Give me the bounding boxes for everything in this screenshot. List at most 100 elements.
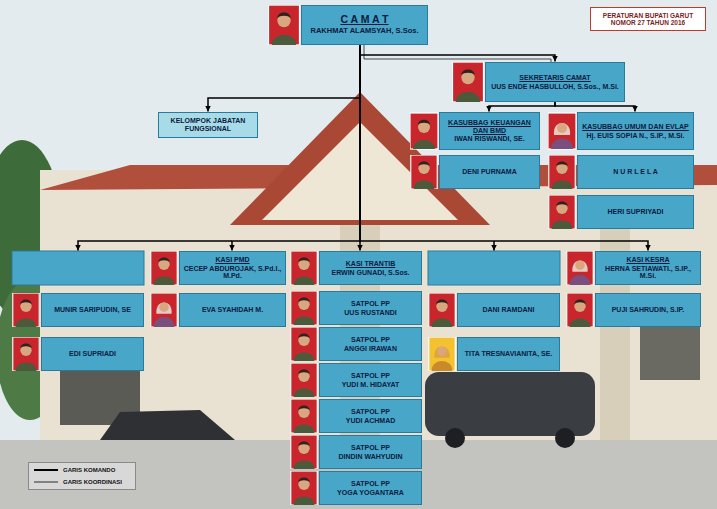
person-name: MUNIR SARIPUDIN, SE bbox=[45, 306, 140, 314]
text-stack: SATPOL PPDINDIN WAHYUDIN bbox=[323, 444, 418, 461]
text-stack: KASI PMDCECEP ABDUROJAK, S.Pd.I., M.Pd. bbox=[183, 256, 282, 280]
portrait-photo bbox=[410, 113, 438, 149]
portrait-photo bbox=[291, 363, 317, 397]
car-wheel bbox=[445, 428, 465, 448]
staff-box: DENI PURNAMA bbox=[439, 155, 540, 189]
portrait-photo bbox=[151, 251, 177, 285]
text-stack: PERATURAN BUPATI GARUT NOMOR 27 TAHUN 20… bbox=[594, 12, 702, 27]
portrait-photo bbox=[13, 293, 39, 327]
legend-box: GARIS KOMANDO GARIS KOORDINASI bbox=[28, 462, 136, 490]
text-stack: KASI KESRAHERNA SETIAWATI., S.IP., M.Si. bbox=[599, 256, 697, 280]
portrait-photo bbox=[411, 155, 437, 189]
position-box: KASUBBAG KEUANGAN DAN BMDIWAN RISWANDI, … bbox=[439, 112, 540, 150]
legend-line bbox=[34, 482, 58, 483]
staff-box: SATPOL PPYOGA YOGANTARA bbox=[319, 471, 422, 505]
text-stack: KELOMPOK JABATAN FUNGSIONAL bbox=[162, 117, 254, 133]
staff-box: MUNIR SARIPUDIN, SE bbox=[41, 293, 144, 327]
portrait-photo bbox=[13, 337, 39, 371]
legend-text: GARIS KOMANDO bbox=[63, 467, 115, 473]
position-title: KASUBBAG UMUM DAN EVLAP bbox=[581, 123, 690, 131]
command-line bbox=[78, 241, 232, 251]
staff-box: EDI SUPRIADI bbox=[41, 337, 144, 371]
portrait-photo bbox=[549, 195, 575, 229]
person-name: ANGGI IRAWAN bbox=[323, 345, 418, 353]
car bbox=[425, 372, 595, 436]
head-box: C A M A TRAKHMAT ALAMSYAH, S.Sos. bbox=[301, 5, 428, 45]
person-name: ERWIN GUNADI, S.Sos. bbox=[323, 269, 418, 277]
position-title: SATPOL PP bbox=[323, 336, 418, 344]
person-name: N U R L E L A bbox=[581, 168, 690, 176]
portrait-photo bbox=[452, 62, 483, 102]
empty-box bbox=[428, 251, 560, 285]
portrait-photo bbox=[291, 291, 317, 325]
portrait-photo bbox=[291, 251, 317, 285]
portrait-photo bbox=[429, 337, 455, 371]
text-stack: KASUBBAG UMUM DAN EVLAPHj. EUIS SOPIA N.… bbox=[581, 123, 690, 140]
position-title: SATPOL PP bbox=[323, 408, 418, 416]
position-title: C A M A T bbox=[305, 14, 424, 26]
person-name: EDI SUPRIADI bbox=[45, 350, 140, 358]
legend-line bbox=[34, 469, 58, 471]
staff-box: HERI SUPRIYADI bbox=[577, 195, 694, 229]
person-name: DENI PURNAMA bbox=[443, 168, 536, 176]
text-stack: EVA SYAHIDAH M. bbox=[183, 306, 282, 314]
person-name: PERATURAN BUPATI GARUT NOMOR 27 TAHUN 20… bbox=[594, 12, 702, 27]
portrait-photo bbox=[567, 293, 593, 327]
staff-box: SATPOL PPYUDI M. HIDAYAT bbox=[319, 363, 422, 397]
person-name: EVA SYAHIDAH M. bbox=[183, 306, 282, 314]
portrait-photo bbox=[291, 327, 317, 361]
staff-box: DANI RAMDANI bbox=[457, 293, 560, 327]
person-name: IWAN RISWANDI, SE. bbox=[443, 135, 536, 143]
legend-line-sample bbox=[33, 466, 59, 474]
command-line bbox=[360, 45, 555, 62]
staff-box: SATPOL PPDINDIN WAHYUDIN bbox=[319, 435, 422, 469]
position-box: KASUBBAG UMUM DAN EVLAPHj. EUIS SOPIA N.… bbox=[577, 112, 694, 150]
text-stack: PUJI SAHRUDIN, S.IP. bbox=[599, 306, 697, 314]
text-stack: DANI RAMDANI bbox=[461, 306, 556, 314]
text-stack: N U R L E L A bbox=[581, 168, 690, 176]
person-name: YUDI M. HIDAYAT bbox=[323, 381, 418, 389]
text-stack: TITA TRESNAVIANITA, SE. bbox=[461, 350, 556, 358]
text-stack: DENI PURNAMA bbox=[443, 168, 536, 176]
text-stack: SATPOL PPANGGI IRAWAN bbox=[323, 336, 418, 353]
person-name: DINDIN WAHYUDIN bbox=[323, 453, 418, 461]
command-line bbox=[493, 241, 495, 251]
position-title: KASI TRANTIB bbox=[323, 260, 418, 268]
staff-box: SATPOL PPANGGI IRAWAN bbox=[319, 327, 422, 361]
text-stack: KASI TRANTIBERWIN GUNADI, S.Sos. bbox=[323, 260, 418, 277]
portrait-photo bbox=[291, 399, 317, 433]
person-name: KELOMPOK JABATAN FUNGSIONAL bbox=[162, 117, 254, 133]
functional-group-box: KELOMPOK JABATAN FUNGSIONAL bbox=[158, 112, 258, 138]
command-line bbox=[232, 45, 360, 251]
portrait-photo bbox=[548, 113, 576, 149]
portrait-photo bbox=[429, 293, 455, 327]
portrait-photo bbox=[291, 471, 317, 505]
position-title: SATPOL PP bbox=[323, 300, 418, 308]
portrait-photo bbox=[151, 293, 177, 327]
person-name: DANI RAMDANI bbox=[461, 306, 556, 314]
staff-box: SATPOL PPUUS RUSTANDI bbox=[319, 291, 422, 325]
position-title: KASI PMD bbox=[183, 256, 282, 264]
regulation-note: PERATURAN BUPATI GARUT NOMOR 27 TAHUN 20… bbox=[590, 7, 706, 31]
position-title: SATPOL PP bbox=[323, 444, 418, 452]
person-name: TITA TRESNAVIANITA, SE. bbox=[461, 350, 556, 358]
command-line bbox=[489, 102, 555, 112]
text-stack: SATPOL PPUUS RUSTANDI bbox=[323, 300, 418, 317]
position-box: KASI TRANTIBERWIN GUNADI, S.Sos. bbox=[319, 251, 422, 285]
person-name: CECEP ABDUROJAK, S.Pd.I., M.Pd. bbox=[183, 265, 282, 281]
text-stack: SATPOL PPYUDI M. HIDAYAT bbox=[323, 372, 418, 389]
motorcycle bbox=[100, 410, 235, 440]
command-line bbox=[555, 102, 635, 112]
staff-box: TITA TRESNAVIANITA, SE. bbox=[457, 337, 560, 371]
text-stack: SEKRETARIS CAMATUUS ENDE HASBULLOH, S.So… bbox=[489, 74, 621, 91]
person-name: HERI SUPRIYADI bbox=[581, 208, 690, 216]
person-name: UUS ENDE HASBULLOH, S.Sos., M.Si. bbox=[489, 83, 621, 91]
position-title: SATPOL PP bbox=[323, 480, 418, 488]
portrait-photo bbox=[268, 5, 299, 45]
person-name: PUJI SAHRUDIN, S.IP. bbox=[599, 306, 697, 314]
legend-row: GARIS KOORDINASI bbox=[33, 476, 131, 488]
staff-box: PUJI SAHRUDIN, S.IP. bbox=[595, 293, 701, 327]
